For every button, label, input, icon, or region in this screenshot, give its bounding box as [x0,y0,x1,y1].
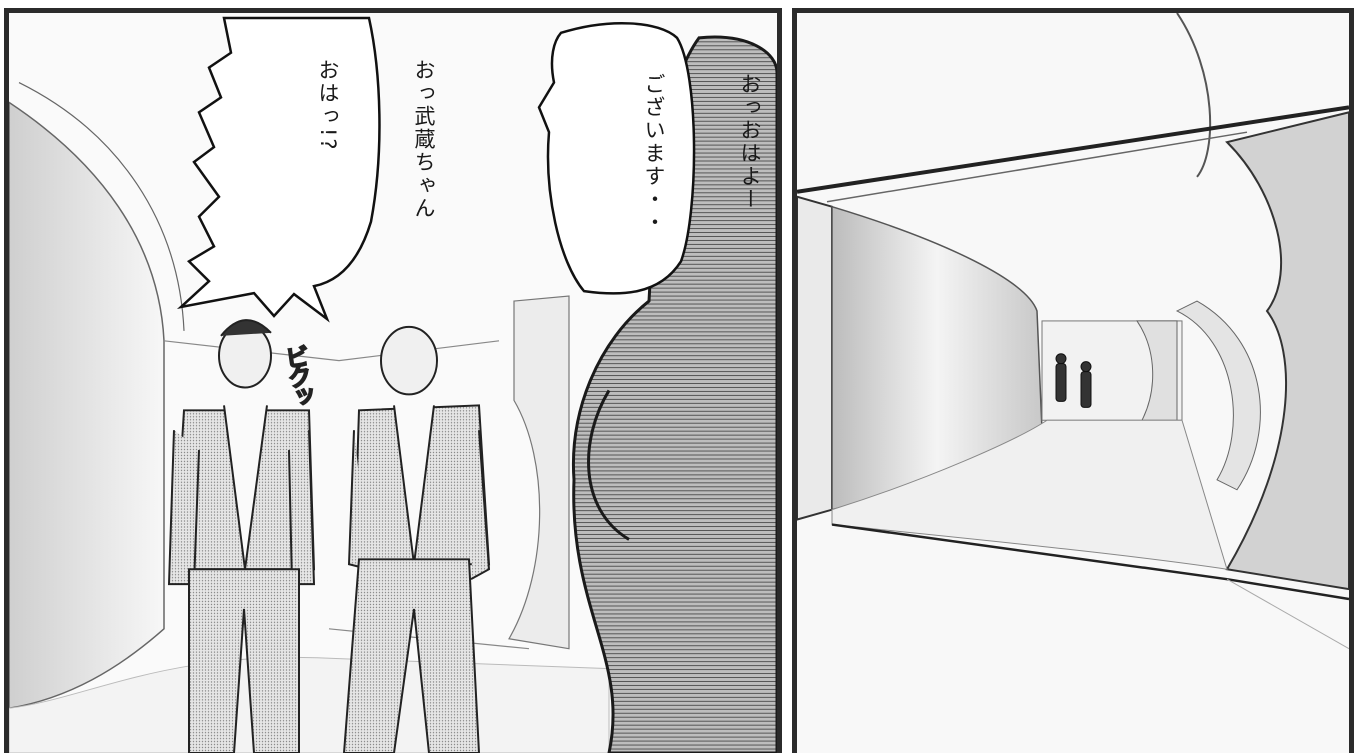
empty-corridor-illustration [797,13,1349,753]
speech-bubble-left [176,16,381,323]
panel-corridor-conversation: おっ武蔵ちゃん おはっ!? おっおはよー ございます・・ ビクッ [4,8,782,753]
character-man-bald [342,325,491,753]
panel-corridor-wide [792,8,1354,753]
speech-line: ございます・・ [642,73,666,234]
speech-bubble-right [537,22,696,295]
speech-line: おっ武蔵ちゃん [412,59,436,220]
speech-text-right: おっおはよー ございます・・ [574,73,777,234]
speech-line: おはっ!? [316,59,340,152]
speech-line: おっおはよー [738,73,762,211]
distant-figures [1055,353,1092,408]
speech-text-left: おっ武蔵ちゃん おはっ!? [248,59,504,220]
corridor-scene-illustration [9,16,777,753]
character-man-left [167,319,316,753]
